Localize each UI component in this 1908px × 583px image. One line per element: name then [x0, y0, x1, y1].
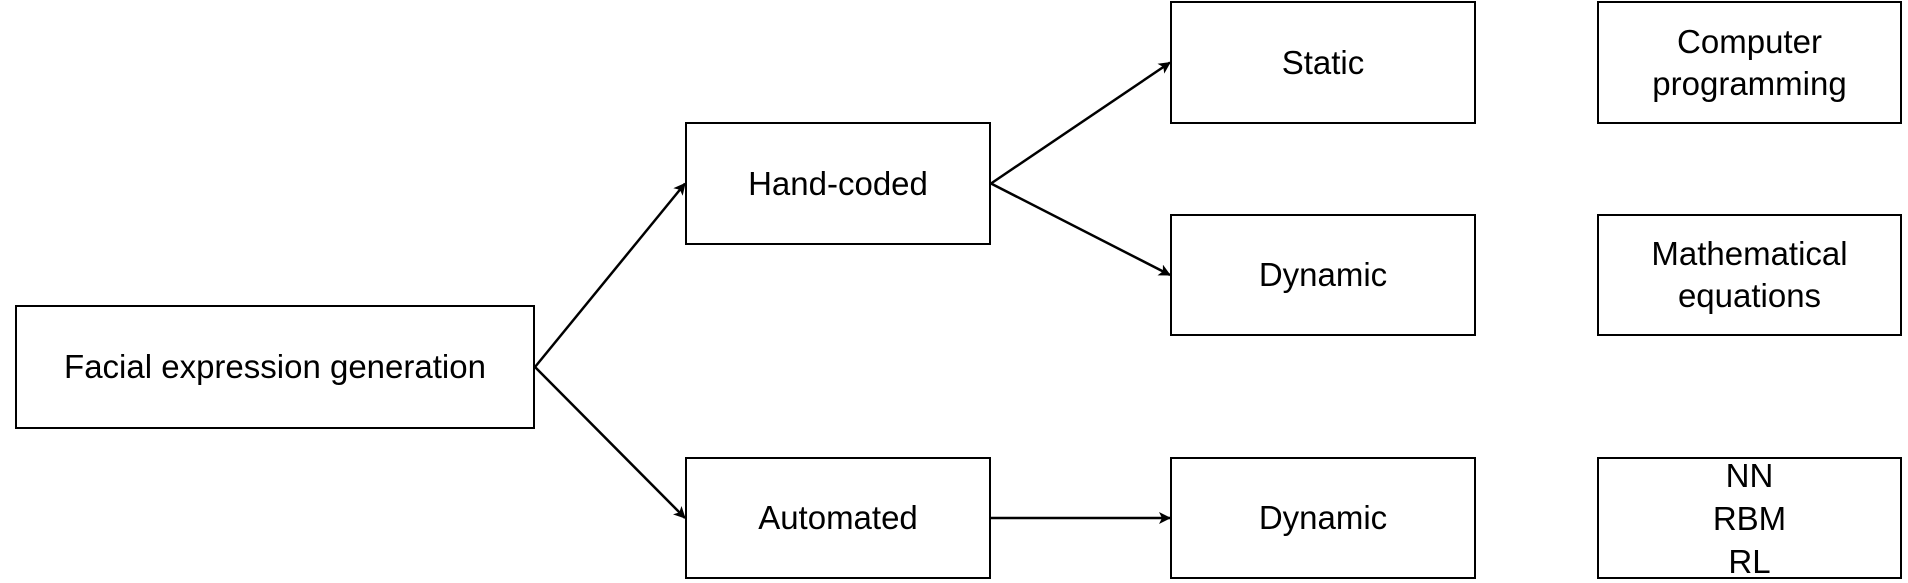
edge-hand_coded-to-dynamic_hand — [990, 182, 1171, 277]
node-label-line: Mathematical — [1651, 235, 1848, 272]
node-nn-rbm-rl: NN RBM RL — [1597, 456, 1902, 580]
edge-root-to-automated — [534, 366, 686, 519]
node-label-line: equations — [1677, 277, 1822, 314]
node-label-line: programming — [1652, 64, 1847, 102]
node-computer-programming: Computer programming — [1597, 1, 1902, 124]
node-automated: Automated — [685, 457, 991, 579]
node-label-line: RL — [1728, 542, 1771, 580]
node-label-line: NN — [1725, 456, 1774, 494]
node-label-line: RBM — [1712, 499, 1787, 537]
node-label: Dynamic — [1258, 499, 1388, 536]
node-label: Facial expression generation — [64, 348, 486, 385]
node-mathematical-equations: Mathematical equations — [1597, 214, 1902, 336]
node-label: Dynamic — [1258, 256, 1388, 293]
node-facial-expression-generation: Facial expression generation — [15, 305, 535, 429]
node-static: Static — [1170, 1, 1476, 124]
node-label: Automated — [758, 499, 918, 536]
node-dynamic-automated: Dynamic — [1170, 457, 1476, 579]
node-dynamic-hand-coded: Dynamic — [1170, 214, 1476, 336]
node-label-line: Computer — [1677, 22, 1822, 60]
node-label: Hand-coded — [748, 164, 928, 202]
edge-hand_coded-to-static — [990, 61, 1171, 185]
edges-group — [534, 61, 1171, 524]
edge-root-to-hand_coded — [534, 182, 686, 368]
node-hand-coded: Hand-coded — [685, 122, 991, 245]
node-label: Static — [1281, 43, 1365, 81]
